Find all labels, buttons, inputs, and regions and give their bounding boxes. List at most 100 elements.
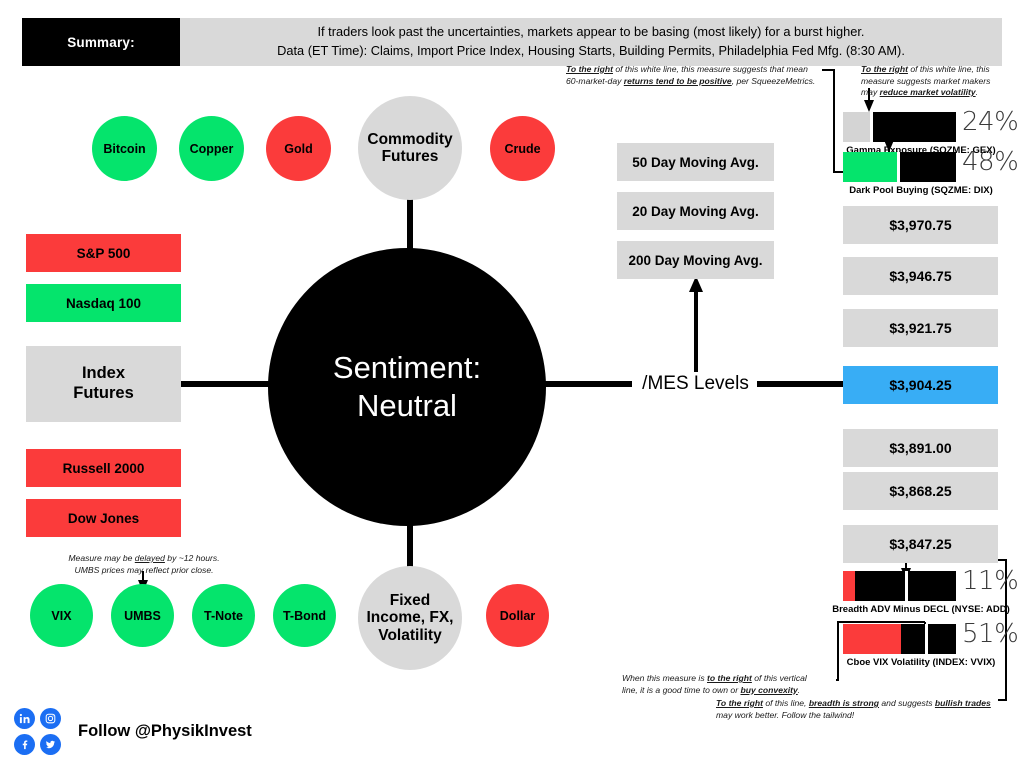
note-gex-left: To the right of this white line, this me… <box>566 64 822 87</box>
bubble-tnote[interactable]: T-Note <box>192 584 255 647</box>
pill-sp500[interactable]: S&P 500 <box>26 234 181 272</box>
bubble-bitcoin-label: Bitcoin <box>103 141 146 156</box>
level-box[interactable]: $3,891.00 <box>843 429 998 467</box>
umbs-delay-note: Measure may be delayed by ~12 hours. UMB… <box>56 553 232 576</box>
note-add-line-1: To the right of this line, breadth is st… <box>716 698 991 708</box>
note-gex-left-line-1: To the right of this white line, this me… <box>566 64 808 74</box>
ma-box-20day[interactable]: 20 Day Moving Avg. <box>617 192 774 230</box>
pill-russell2000[interactable]: Russell 2000 <box>26 449 181 487</box>
sentiment-value: Neutral <box>357 388 457 423</box>
gauge-vvix-divider <box>925 624 929 654</box>
instagram-icon[interactable] <box>40 708 61 729</box>
commodity-hub-label-2: Futures <box>381 148 439 165</box>
gauge-dix-value: 48% <box>962 147 1019 177</box>
gauge-dix-caption: Dark Pool Buying (SQZME: DIX) <box>849 185 993 196</box>
bubble-tbond-label: T-Bond <box>282 608 327 623</box>
pill-dowjones[interactable]: Dow Jones <box>26 499 181 537</box>
note-vvix: When this measure is to the right of thi… <box>622 673 836 696</box>
note-gex-top-line-1: To the right of this white line, this <box>861 64 990 74</box>
gauge-gex-divider <box>870 112 874 142</box>
note-gex-top-line-3: may reduce market volatility. <box>861 87 979 98</box>
summary-label: Summary: <box>22 18 180 66</box>
pill-sp500-label: S&P 500 <box>76 245 131 261</box>
fixed-income-hub: Fixed Income, FX, Volatility <box>358 566 462 670</box>
gauge-gex-track <box>843 112 956 142</box>
level-price: $3,921.75 <box>889 320 952 336</box>
twitter-icon[interactable] <box>40 734 61 755</box>
fixed-income-hub-label-3: Volatility <box>378 626 442 644</box>
note-vvix-line-2: line, it is a good time to own or buy co… <box>622 684 801 695</box>
level-box[interactable]: $3,946.75 <box>843 257 998 295</box>
facebook-icon[interactable] <box>14 734 35 755</box>
gauge-add-caption: Breadth ADV Minus DECL (NYSE: ADD) <box>832 604 1010 615</box>
bubble-copper-label: Copper <box>189 141 234 156</box>
pill-dowjones-label: Dow Jones <box>67 510 140 526</box>
bubble-copper[interactable]: Copper <box>179 116 244 181</box>
ma-box-50day-label: 50 Day Moving Avg. <box>632 154 759 170</box>
note-gex-top-line-2: measure suggests market makers <box>861 75 991 86</box>
gauge-vvix-track <box>843 624 956 654</box>
bubble-crude-label: Crude <box>504 141 541 156</box>
gauge-gex-fill <box>843 112 871 142</box>
ma-box-50day[interactable]: 50 Day Moving Avg. <box>617 143 774 181</box>
bubble-dollar[interactable]: Dollar <box>486 584 549 647</box>
linkedin-icon[interactable] <box>14 708 35 729</box>
level-price: $3,891.00 <box>889 440 952 456</box>
gauge-vvix-value: 51% <box>962 619 1019 649</box>
mes-levels-hub-label: /MES Levels <box>638 369 753 399</box>
sentiment-label: Sentiment: <box>332 350 482 386</box>
bubble-umbs-label: UMBS <box>124 608 161 623</box>
umbs-note-line-2: UMBS prices may reflect prior close. <box>74 564 214 575</box>
gauge-add-value: 11% <box>962 566 1019 596</box>
note-add: To the right of this line, breadth is st… <box>716 698 1006 721</box>
gauge-vvix-caption: Cboe VIX Volatility (INDEX: VVIX) <box>846 657 996 668</box>
index-futures-hub-label-1: Index <box>81 364 126 383</box>
ma-box-20day-label: 20 Day Moving Avg. <box>632 203 759 219</box>
commodity-hub-label-1: Commodity <box>367 130 453 148</box>
level-box[interactable]: $3,868.25 <box>843 472 998 510</box>
note-gex-top: To the right of this white line, this me… <box>861 64 1021 99</box>
bubble-dollar-label: Dollar <box>499 608 536 623</box>
summary-line-1: If traders look past the uncertainties, … <box>317 24 865 40</box>
bubble-tbond[interactable]: T-Bond <box>273 584 336 647</box>
pill-nasdaq100-label: Nasdaq 100 <box>65 295 142 311</box>
summary-line-2: Data (ET Time): Claims, Import Price Ind… <box>277 43 905 58</box>
pill-nasdaq100[interactable]: Nasdaq 100 <box>26 284 181 322</box>
bubble-crude[interactable]: Crude <box>490 116 555 181</box>
note-gex-left-line-2: 60-market-day returns tend to be positiv… <box>566 75 816 86</box>
ma-box-200day-label: 200 Day Moving Avg. <box>628 252 763 268</box>
bubble-gold-label: Gold <box>284 141 313 156</box>
fixed-income-hub-label-2: Income, FX, <box>366 609 454 627</box>
index-futures-hub-label-2: Futures <box>73 384 134 402</box>
level-price: $3,970.75 <box>889 217 952 233</box>
bubble-vix[interactable]: VIX <box>30 584 93 647</box>
level-box[interactable]: $3,847.25 <box>843 525 998 563</box>
level-box-current[interactable]: $3,904.25 <box>843 366 998 404</box>
bubble-vix-label: VIX <box>51 608 72 623</box>
bubble-tnote-label: T-Note <box>204 608 243 623</box>
bubble-gold[interactable]: Gold <box>266 116 331 181</box>
follow-label: Follow @PhysikInvest <box>78 722 252 740</box>
commodity-futures-hub: Commodity Futures <box>358 96 462 200</box>
bubble-bitcoin[interactable]: Bitcoin <box>92 116 157 181</box>
gauge-dix-fill <box>843 152 898 182</box>
summary-text: If traders look past the uncertainties, … <box>180 18 1002 66</box>
level-box[interactable]: $3,921.75 <box>843 309 998 347</box>
level-box[interactable]: $3,970.75 <box>843 206 998 244</box>
fixed-income-hub-label-1: Fixed <box>389 591 431 609</box>
gauge-dix-track <box>843 152 956 182</box>
gauge-add-fill <box>843 571 856 601</box>
gauge-dix-divider <box>897 152 901 182</box>
gauge-vvix-fill <box>843 624 901 654</box>
bubble-umbs[interactable]: UMBS <box>111 584 174 647</box>
gauge-add-track <box>843 571 956 601</box>
mes-levels-hub-text: /MES Levels <box>642 373 749 394</box>
ma-box-200day[interactable]: 200 Day Moving Avg. <box>617 241 774 279</box>
umbs-note-line-1: Measure may be delayed by ~12 hours. <box>68 553 220 563</box>
level-price: $3,868.25 <box>889 483 952 499</box>
level-price: $3,847.25 <box>889 536 952 552</box>
pill-russell2000-label: Russell 2000 <box>62 460 145 476</box>
note-add-line-2: may work better. Follow the tailwind! <box>716 709 855 720</box>
social-links <box>14 708 66 756</box>
